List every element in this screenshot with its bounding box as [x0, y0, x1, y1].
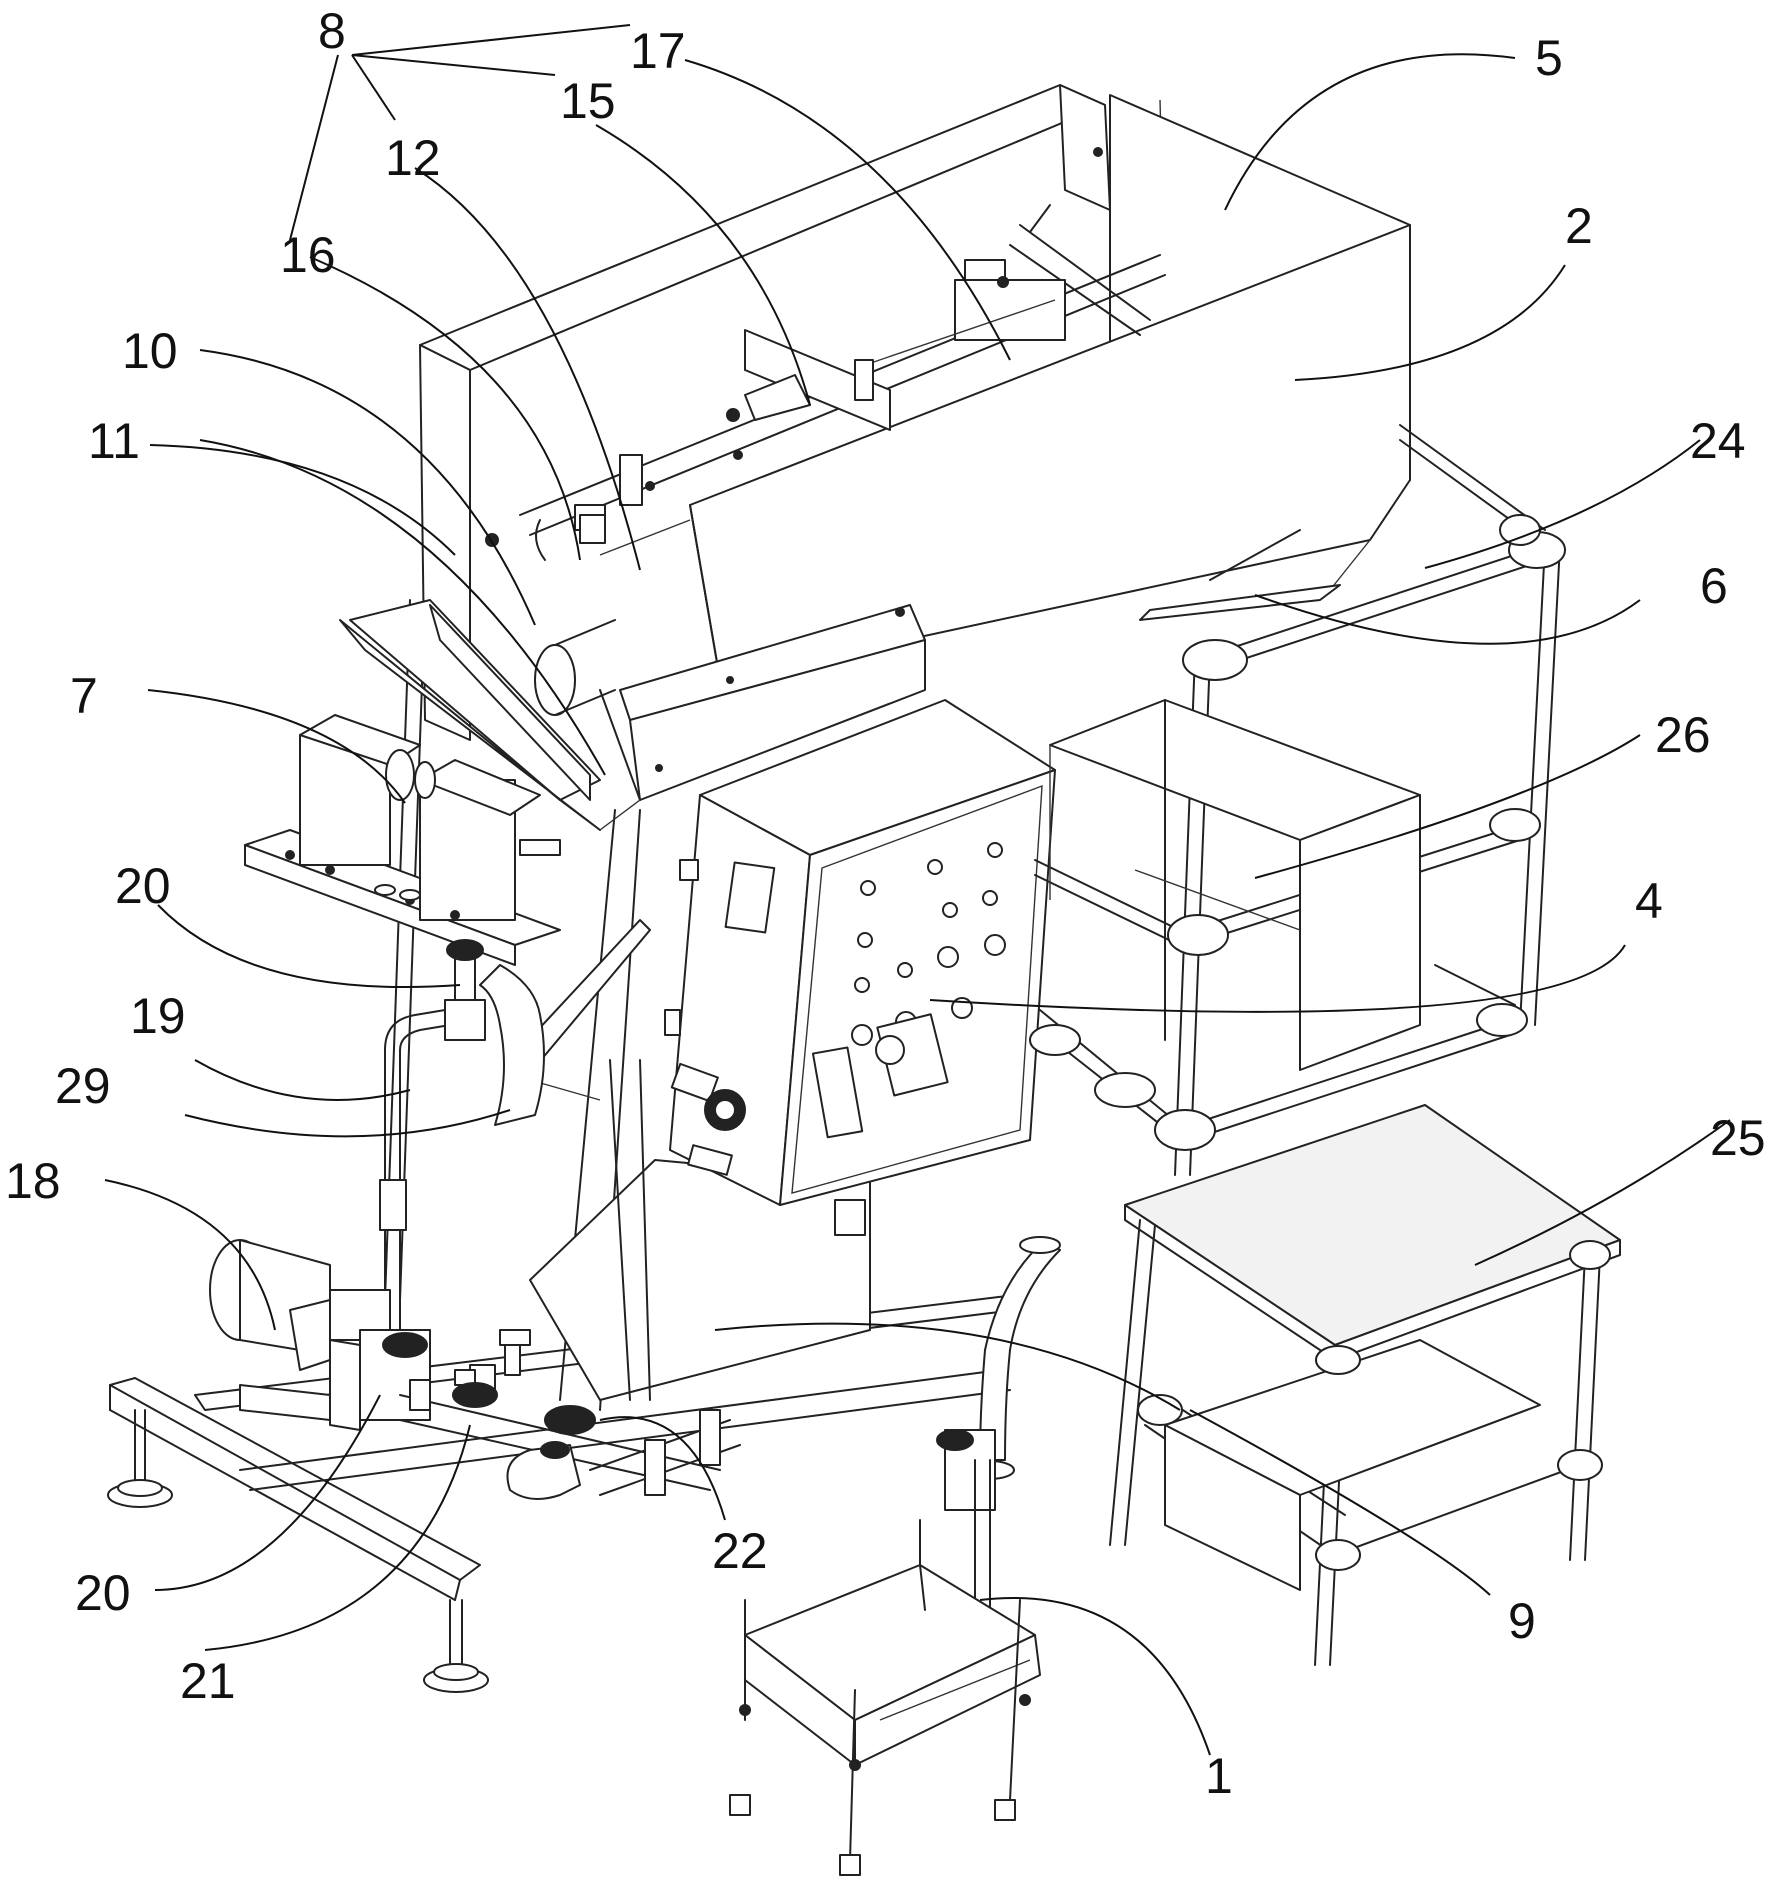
label-12: 12 [385, 130, 441, 186]
label-24: 24 [1690, 413, 1746, 469]
label-16: 16 [280, 227, 336, 283]
label-18: 18 [5, 1153, 61, 1209]
control-box [664, 699, 1056, 1236]
label-19: 19 [130, 988, 186, 1044]
label-9: 9 [1508, 1593, 1536, 1649]
motor-pair [244, 714, 561, 966]
label-7: 7 [70, 668, 98, 724]
label-1: 1 [1205, 1748, 1233, 1804]
drip-tray [729, 1564, 1041, 1876]
label-22: 22 [712, 1523, 768, 1579]
label-11: 11 [88, 413, 140, 469]
label-26: 26 [1655, 707, 1711, 763]
side-table [1109, 1104, 1621, 1666]
label-6: 6 [1700, 558, 1728, 614]
label-4: 4 [1635, 873, 1663, 929]
front-hopper-panel [689, 94, 1411, 681]
label-21: 21 [180, 1653, 236, 1709]
label-20-upper: 20 [115, 858, 171, 914]
label-5: 5 [1535, 30, 1563, 86]
label-17: 17 [630, 23, 686, 79]
main-tank [419, 84, 1166, 1411]
label-8: 8 [318, 3, 346, 59]
label-2: 2 [1565, 198, 1593, 254]
shaft-assembly [485, 147, 1166, 561]
part-labels: 8 17 5 15 12 2 16 10 11 24 6 7 26 20 4 1… [5, 3, 1766, 1804]
roller-unit [339, 599, 926, 831]
leader-lines [104, 24, 1731, 1756]
label-10: 10 [122, 323, 178, 379]
label-29: 29 [55, 1058, 111, 1114]
label-15: 15 [560, 73, 616, 129]
label-25: 25 [1710, 1110, 1766, 1166]
shelf-frame [1029, 424, 1566, 1176]
label-20-lower: 20 [75, 1565, 131, 1621]
